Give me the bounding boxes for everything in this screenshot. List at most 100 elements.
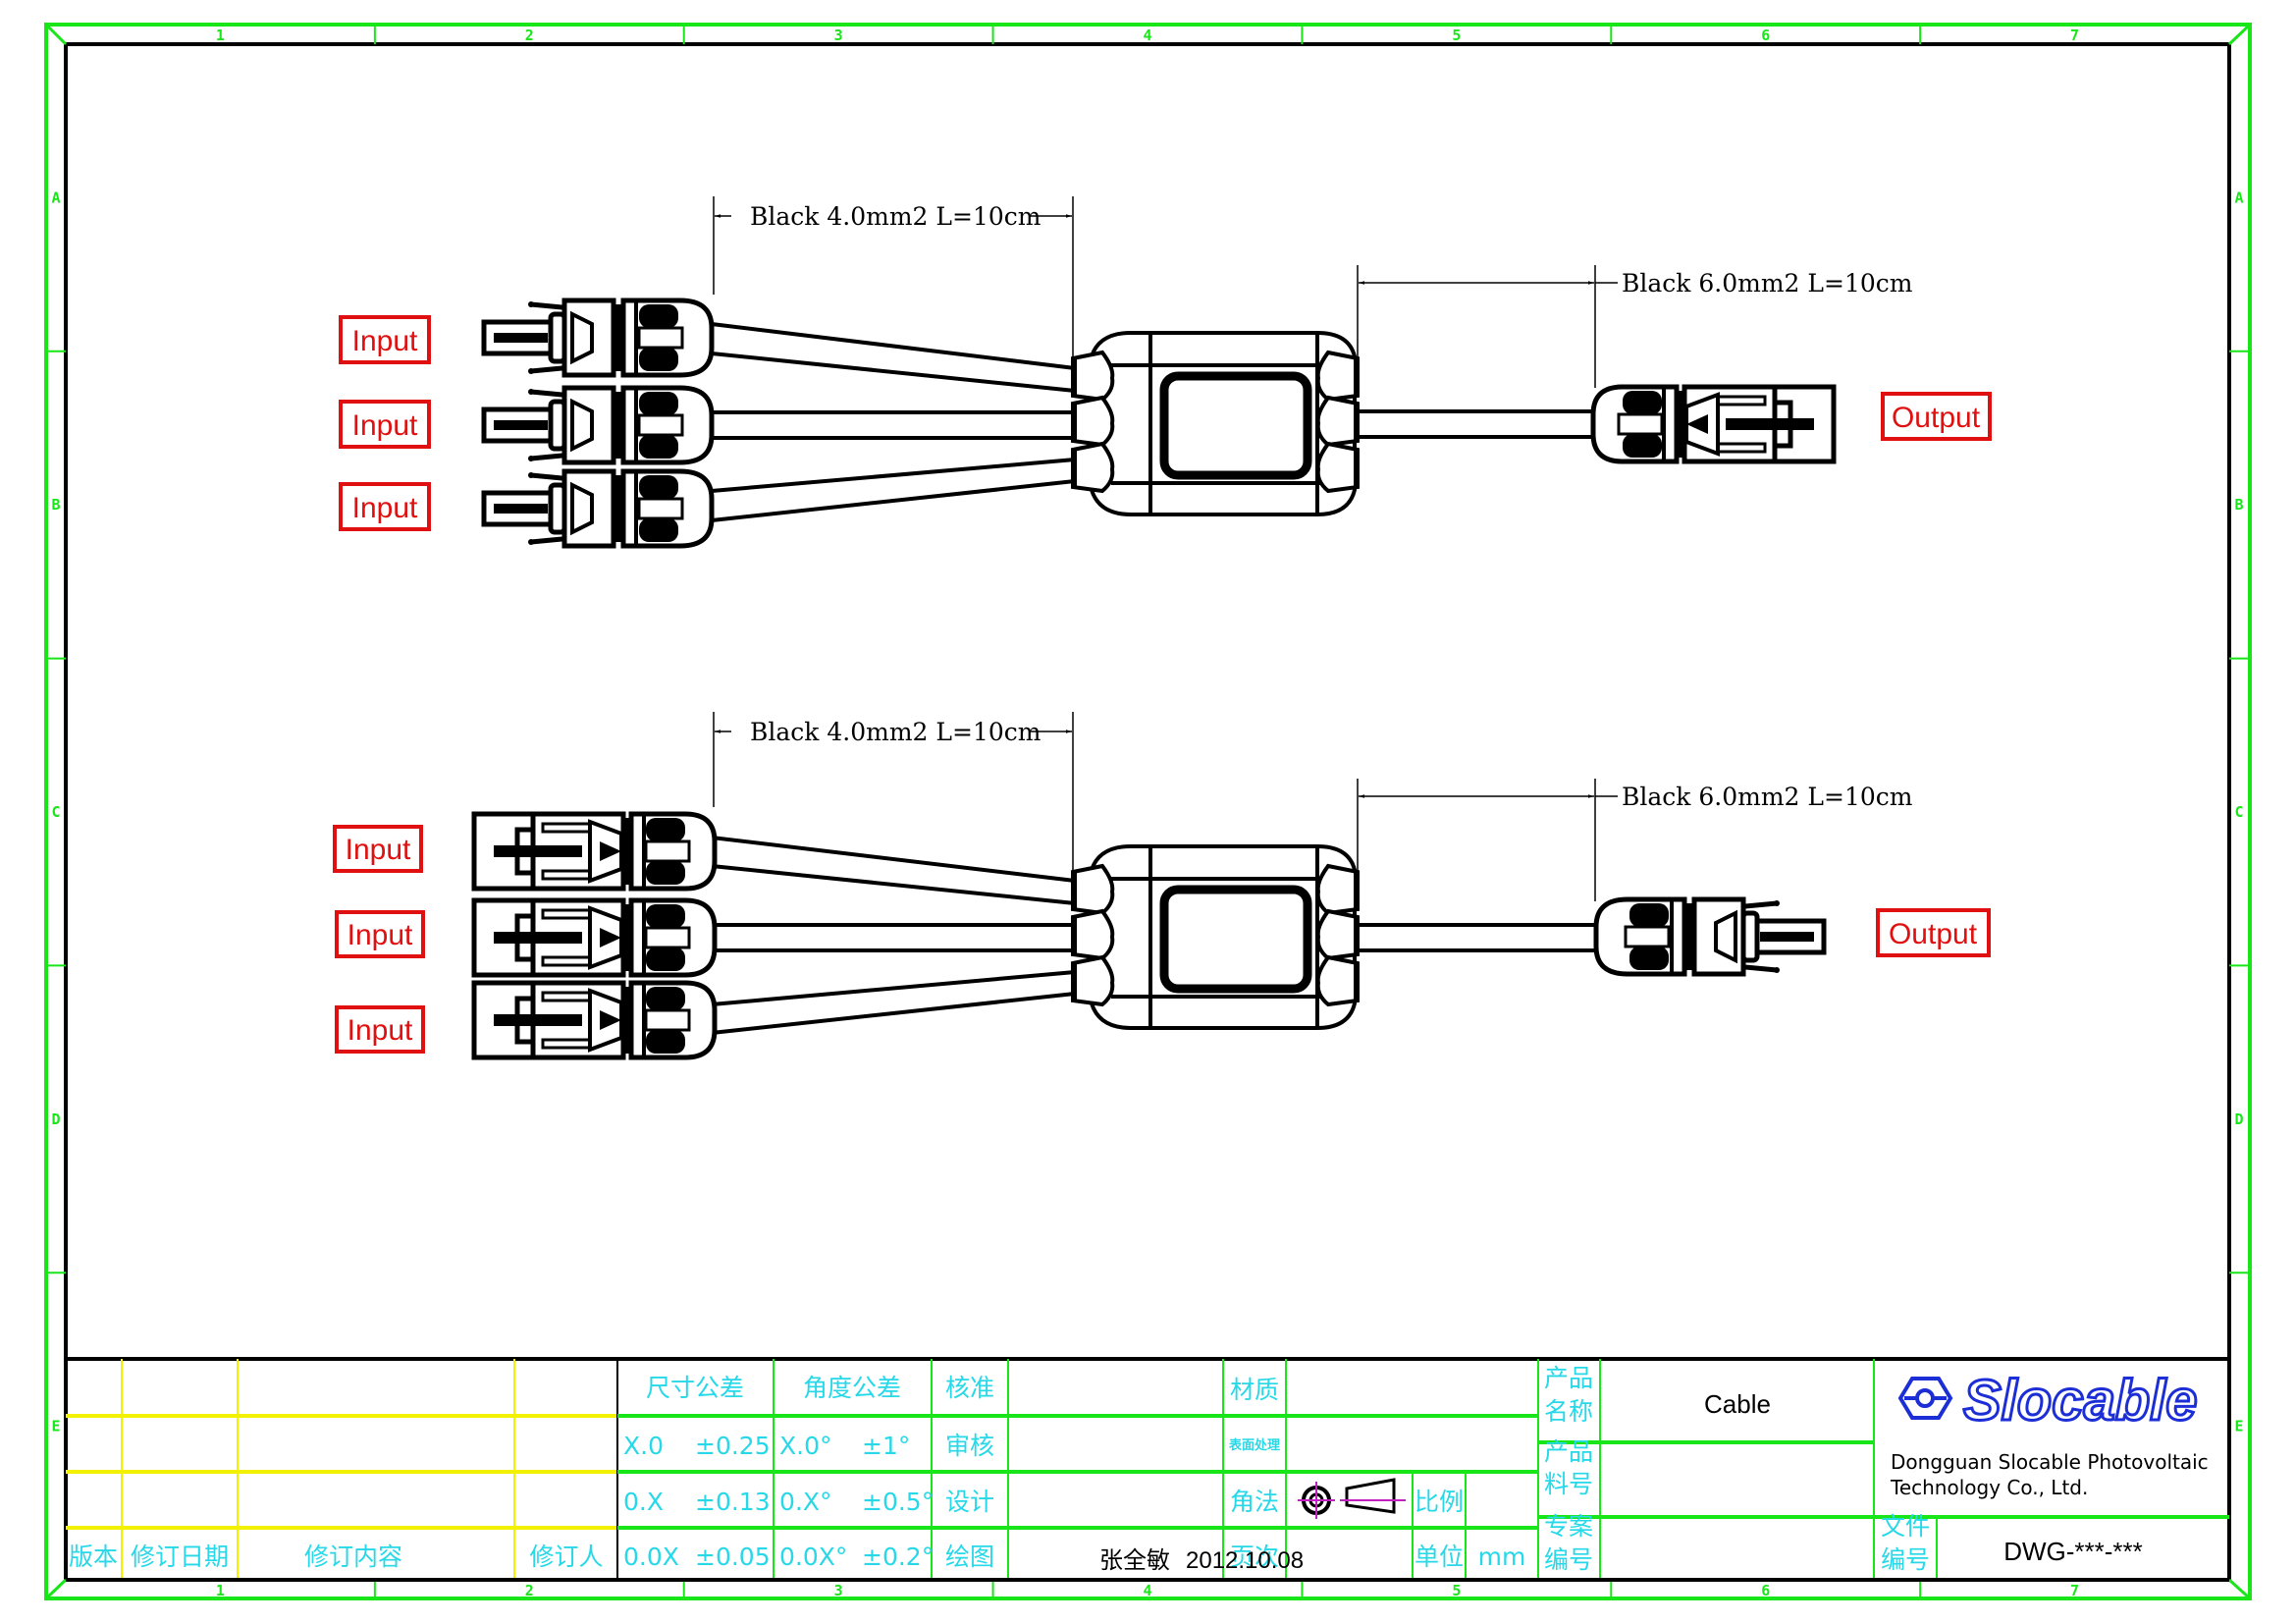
product-labels: 产品 名称 产品 料号 专案 编号 文件 编号 <box>1544 1364 1930 1574</box>
output-connector <box>1593 387 1834 461</box>
slocable-logo-icon <box>1897 1377 1953 1420</box>
input-cable-1 <box>711 322 1076 393</box>
column-label-top: 6 <box>1761 27 1770 44</box>
input-tag-2-text: Input <box>347 919 413 951</box>
role-draw: 绘图 <box>945 1543 994 1571</box>
output-tag: Output <box>1881 392 1992 441</box>
product-name-value: Cable <box>1704 1389 1771 1419</box>
column-label-bottom: 4 <box>1143 1582 1151 1599</box>
column-label-top: 2 <box>525 27 534 44</box>
revision-version-label: 版本 <box>69 1543 118 1571</box>
row-label-left: E <box>51 1418 60 1435</box>
input-connector-1 <box>474 814 715 889</box>
column-label-bottom: 1 <box>216 1582 225 1599</box>
column-label-bottom: 3 <box>834 1582 843 1599</box>
row-label-left: B <box>51 496 60 514</box>
revision-table: 版本 修订日期 修订内容 修订人 <box>66 1359 618 1580</box>
angle-tolerance-header: 角度公差 <box>803 1374 901 1402</box>
input-tag-3: Input <box>335 1005 425 1054</box>
revision-date-label: 修订日期 <box>131 1543 229 1571</box>
input-connector-2 <box>484 388 712 462</box>
revision-content-label: 修订内容 <box>304 1543 402 1571</box>
output-tag: Output <box>1876 908 1991 957</box>
input-connector-3 <box>484 471 712 546</box>
row-label-left: A <box>51 189 60 206</box>
role-review: 审核 <box>945 1432 994 1460</box>
input-cable-dimension-text: Black 4.0mm2 L=10cm <box>750 718 1041 746</box>
input-tag-1-text: Input <box>346 834 411 866</box>
input-cable-dimension: Black 4.0mm2 L=10cm <box>713 712 1074 872</box>
column-label-top: 4 <box>1143 27 1151 44</box>
dim-tol-1: ±0.25 <box>695 1432 771 1460</box>
row-label-right: B <box>2234 496 2243 514</box>
column-label-top: 5 <box>1452 27 1461 44</box>
dim-format-2: 0.X <box>623 1488 664 1516</box>
title-grid <box>617 1359 2229 1580</box>
company-name-line2: Technology Co., Ltd. <box>1890 1476 2088 1499</box>
input-cable-2 <box>712 410 1075 440</box>
angle-format-1: X.0° <box>779 1432 831 1460</box>
role-design: 设计 <box>945 1488 994 1516</box>
projection-symbol-icon <box>1298 1478 1406 1519</box>
input-tag-3-text: Input <box>347 1014 413 1047</box>
row-label-right: D <box>2234 1110 2243 1128</box>
project-no-label-line1: 专案 <box>1544 1512 1593 1541</box>
row-label-left: C <box>51 803 60 821</box>
input-tag-3-text: Input <box>352 492 418 524</box>
dim-tol-3: ±0.05 <box>695 1543 771 1571</box>
row-label-right: C <box>2234 803 2243 821</box>
column-label-top: 1 <box>216 27 225 44</box>
drawn-date: 2012.10.08 <box>1186 1547 1304 1574</box>
row-label-right: A <box>2234 189 2243 206</box>
input-tag-3: Input <box>339 482 431 531</box>
tolerance-table: 尺寸公差 角度公差 X.0 ±0.25 X.0° ±1° 0.X ±0.13 0… <box>623 1374 934 1571</box>
output-cable-dimension-text: Black 6.0mm2 L=10cm <box>1622 783 1913 811</box>
column-label-bottom: 2 <box>525 1582 534 1599</box>
input-tag-2: Input <box>339 400 431 449</box>
projection-label: 角法 <box>1230 1488 1279 1516</box>
angle-format-3: 0.0X° <box>779 1543 847 1571</box>
file-no-label-line1: 文件 <box>1881 1512 1930 1541</box>
input-connector-3 <box>474 983 715 1057</box>
angle-tol-3: ±0.2° <box>862 1543 934 1571</box>
output-tag-text: Output <box>1892 402 1981 434</box>
input-tag-2: Input <box>335 910 425 958</box>
file-no-value: DWG-***-*** <box>2003 1537 2143 1566</box>
unit-label: 单位 <box>1415 1543 1464 1571</box>
output-cable <box>1358 409 1595 439</box>
product-no-label-line1: 产品 <box>1544 1437 1593 1466</box>
input-cable-2 <box>712 923 1075 952</box>
input-tag-2-text: Input <box>352 409 418 442</box>
output-tag-text: Output <box>1889 918 1978 950</box>
spec-fields: 材质 表面处理 角法 页次 比例 单位 mm <box>1228 1376 1525 1571</box>
input-tag-1: Input <box>333 825 423 873</box>
assembly-drawing-1: Black 4.0mm2 L=10cm Black 6.0mm2 L=10cm … <box>339 196 1992 546</box>
company-block: Slocable Dongguan Slocable Photovoltaic … <box>1890 1368 2209 1500</box>
angle-format-2: 0.X° <box>779 1488 831 1516</box>
product-name-label-line1: 产品 <box>1544 1364 1593 1392</box>
role-approve: 核准 <box>945 1374 994 1402</box>
branch-hub <box>1073 846 1358 1028</box>
drawn-by-name: 张全敏 <box>1099 1546 1170 1574</box>
row-label-left: D <box>51 1110 60 1128</box>
input-tag-1: Input <box>339 315 431 364</box>
company-logo-text: Slocable <box>1963 1369 2198 1433</box>
angle-tol-2: ±0.5° <box>862 1488 934 1516</box>
input-cable-1 <box>711 836 1076 905</box>
input-cables <box>711 322 1076 522</box>
input-cables <box>711 836 1076 1035</box>
column-label-bottom: 7 <box>2070 1582 2079 1599</box>
material-label: 材质 <box>1230 1376 1279 1404</box>
angle-tol-1: ±1° <box>862 1432 910 1460</box>
dim-tolerance-header: 尺寸公差 <box>646 1374 744 1402</box>
output-cable-dimension: Black 6.0mm2 L=10cm <box>1357 265 1913 388</box>
company-name-line1: Dongguan Slocable Photovoltaic <box>1891 1450 2209 1474</box>
output-cable-dimension: Black 6.0mm2 L=10cm <box>1357 779 1913 901</box>
surface-label: 表面处理 <box>1228 1437 1280 1453</box>
assembly-drawing-2: Black 4.0mm2 L=10cm Black 6.0mm2 L=10cm … <box>333 712 1991 1057</box>
dim-format-1: X.0 <box>623 1432 664 1460</box>
product-no-label-line2: 料号 <box>1544 1470 1593 1498</box>
dim-format-3: 0.0X <box>623 1543 679 1571</box>
